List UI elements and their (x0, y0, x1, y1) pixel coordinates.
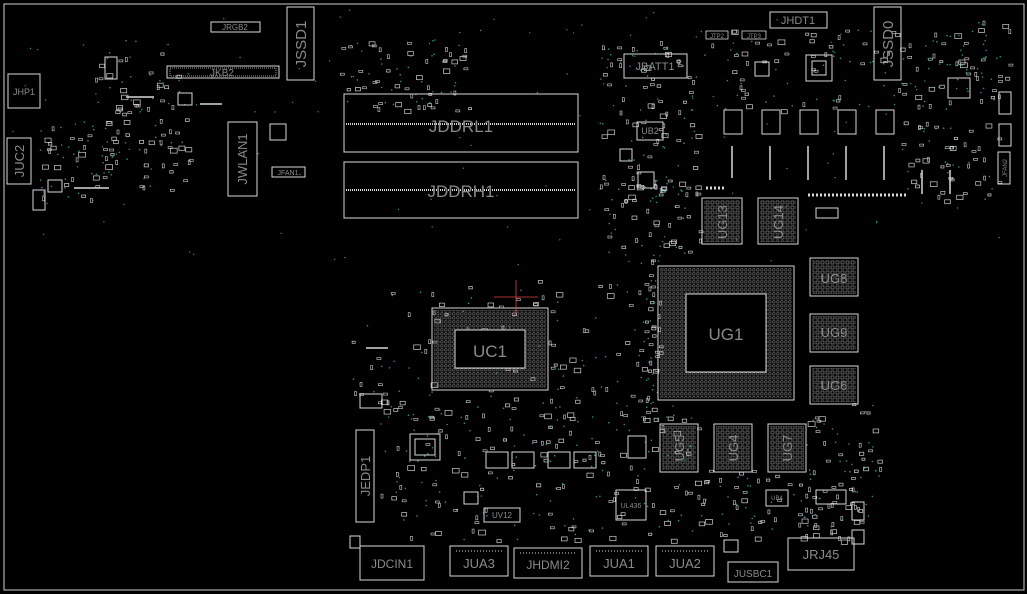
connector-jua2: JUA2 (655, 545, 715, 577)
svg-text:JUA2: JUA2 (669, 556, 701, 571)
vram-chip-ug14: UG14 (757, 197, 799, 245)
svg-text:JHDT1: JHDT1 (781, 15, 815, 27)
svg-text:JFAN1: JFAN1 (277, 170, 298, 177)
svg-text:JBATT1: JBATT1 (636, 61, 675, 73)
vrm-inductor-row (723, 109, 951, 194)
connector-jrj45: JRJ45 (787, 537, 855, 571)
svg-text:JFAN2: JFAN2 (1003, 158, 1009, 177)
connector-jfan2: JFAN2 (997, 151, 1011, 185)
svg-text:JUA3: JUA3 (463, 556, 495, 571)
svg-text:UV12: UV12 (492, 511, 513, 520)
dimm-slot-jddrh1: JDDRH1 (343, 161, 579, 219)
svg-text:UG4: UG4 (726, 435, 741, 462)
small-components-layer (12, 9, 1014, 545)
svg-text:JTP3: JTP3 (747, 34, 762, 40)
svg-text:UL436: UL436 (621, 503, 642, 510)
svg-text:JDDRH1: JDDRH1 (427, 182, 494, 201)
connector-jssd1: JSSD1 (286, 6, 315, 81)
gpu-chip-ug1: UG1 (657, 265, 795, 401)
vram-chip-ug7: UG7 (767, 423, 807, 473)
svg-text:JKB2: JKB2 (210, 68, 234, 79)
chip-ub4: UB4 (765, 489, 789, 507)
dimm-slot-jddrl1: JDDRL1 (343, 93, 579, 153)
svg-text:JRGB2: JRGB2 (222, 23, 248, 32)
svg-text:JHP1: JHP1 (13, 87, 35, 97)
connector-jbatt1: JBATT1 (623, 53, 688, 79)
connector-jua3: JUA3 (449, 545, 509, 577)
vram-chip-ug8: UG8 (809, 257, 859, 297)
connector-jedp1: JEDP1 (355, 429, 375, 523)
svg-text:UG8: UG8 (821, 271, 848, 286)
testpoint-jtp3: JTP3 (741, 30, 767, 40)
testpoint-jtp2: JTP2 (705, 30, 729, 40)
connector-jkb2: JKB2 (166, 65, 280, 79)
connector-jdcin1: JDCIN1 (359, 545, 425, 581)
cpu-chip-uc1: UC1 (431, 307, 549, 391)
svg-text:UG9: UG9 (821, 325, 848, 340)
svg-text:JWLAN1: JWLAN1 (235, 133, 250, 184)
svg-text:JSSD1: JSSD1 (293, 21, 310, 68)
chip-ub2: UB2 (636, 121, 664, 141)
svg-text:JUA1: JUA1 (603, 556, 635, 571)
connector-jwlan1: JWLAN1 (227, 121, 258, 197)
svg-text:JRJ45: JRJ45 (803, 547, 840, 562)
svg-text:JDDRL1: JDDRL1 (429, 117, 493, 136)
svg-text:JTP2: JTP2 (710, 34, 725, 40)
svg-text:UG7: UG7 (780, 435, 795, 462)
chip-ul436: UL436 (615, 489, 647, 521)
svg-text:UG13: UG13 (715, 205, 730, 239)
connector-jhdmi2: JHDMI2 (513, 547, 583, 579)
svg-text:UC1: UC1 (473, 342, 507, 361)
svg-text:JUSBC1: JUSBC1 (734, 569, 773, 580)
svg-text:UB4: UB4 (771, 496, 783, 502)
svg-text:UG5: UG5 (672, 435, 687, 462)
connector-jua1: JUA1 (589, 545, 649, 577)
connector-jfan1: JFAN1 (271, 166, 306, 178)
svg-text:JEDP1: JEDP1 (358, 456, 373, 496)
svg-text:JUC2: JUC2 (12, 145, 27, 178)
svg-text:UB2: UB2 (641, 126, 659, 136)
svg-text:UG1: UG1 (709, 325, 744, 344)
vram-chip-ug6: UG6 (809, 365, 859, 405)
connector-jssd0: JSSD0 (873, 6, 902, 81)
svg-text:UG6: UG6 (821, 378, 848, 393)
board-outline (3, 3, 1025, 591)
vram-chip-ug9: UG9 (809, 313, 859, 353)
svg-text:JHDMI2: JHDMI2 (526, 558, 570, 572)
cursor-crosshair (494, 280, 538, 314)
connector-jusbc1: JUSBC1 (727, 561, 779, 583)
chip-uv12: UV12 (483, 507, 521, 523)
connector-jhp1: JHP1 (7, 73, 41, 109)
svg-text:UG14: UG14 (771, 205, 786, 239)
vram-chip-ug5: UG5 (659, 423, 699, 473)
connector-juc2: JUC2 (6, 137, 32, 185)
connector-jrgb2: JRGB2 (210, 21, 261, 33)
vram-chip-ug13: UG13 (701, 197, 743, 245)
vram-chip-ug4: UG4 (713, 423, 753, 473)
svg-text:JSSD0: JSSD0 (880, 21, 897, 68)
svg-text:JDCIN1: JDCIN1 (371, 557, 413, 571)
connector-jhdt1: JHDT1 (769, 11, 828, 29)
